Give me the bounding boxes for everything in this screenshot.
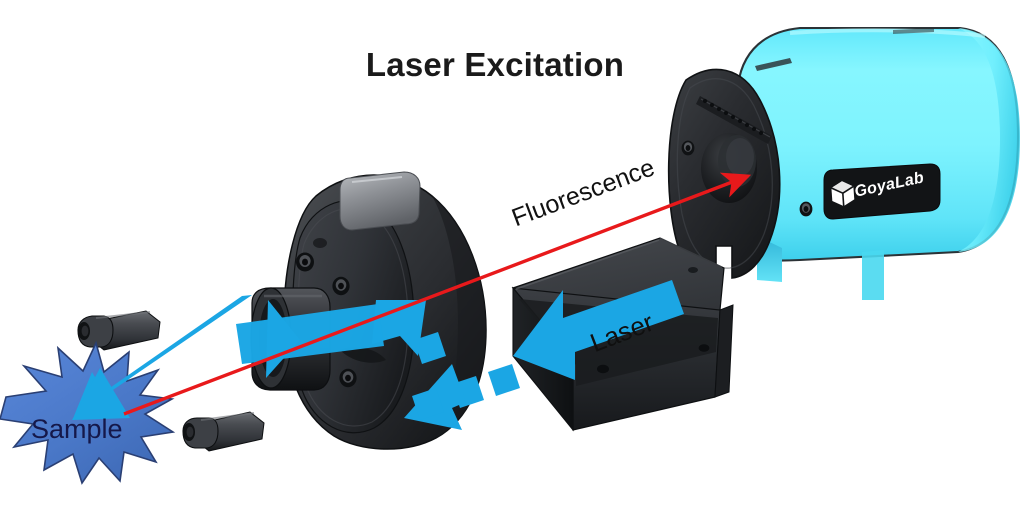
fluorescence-beam: [123, 172, 752, 416]
spectrometer-component: [667, 26, 1020, 300]
cube-icon: [831, 181, 855, 207]
faceplate-screw-holes: [681, 140, 813, 217]
screw-lower: [182, 411, 265, 452]
laser-beam-arrows: [72, 280, 684, 430]
faceplate-ridged-slot: [696, 96, 772, 144]
brand-logo-plate: [823, 163, 941, 220]
screw-upper: [77, 310, 161, 351]
top-clip: [339, 171, 421, 231]
probe-face-screws: [296, 238, 357, 388]
